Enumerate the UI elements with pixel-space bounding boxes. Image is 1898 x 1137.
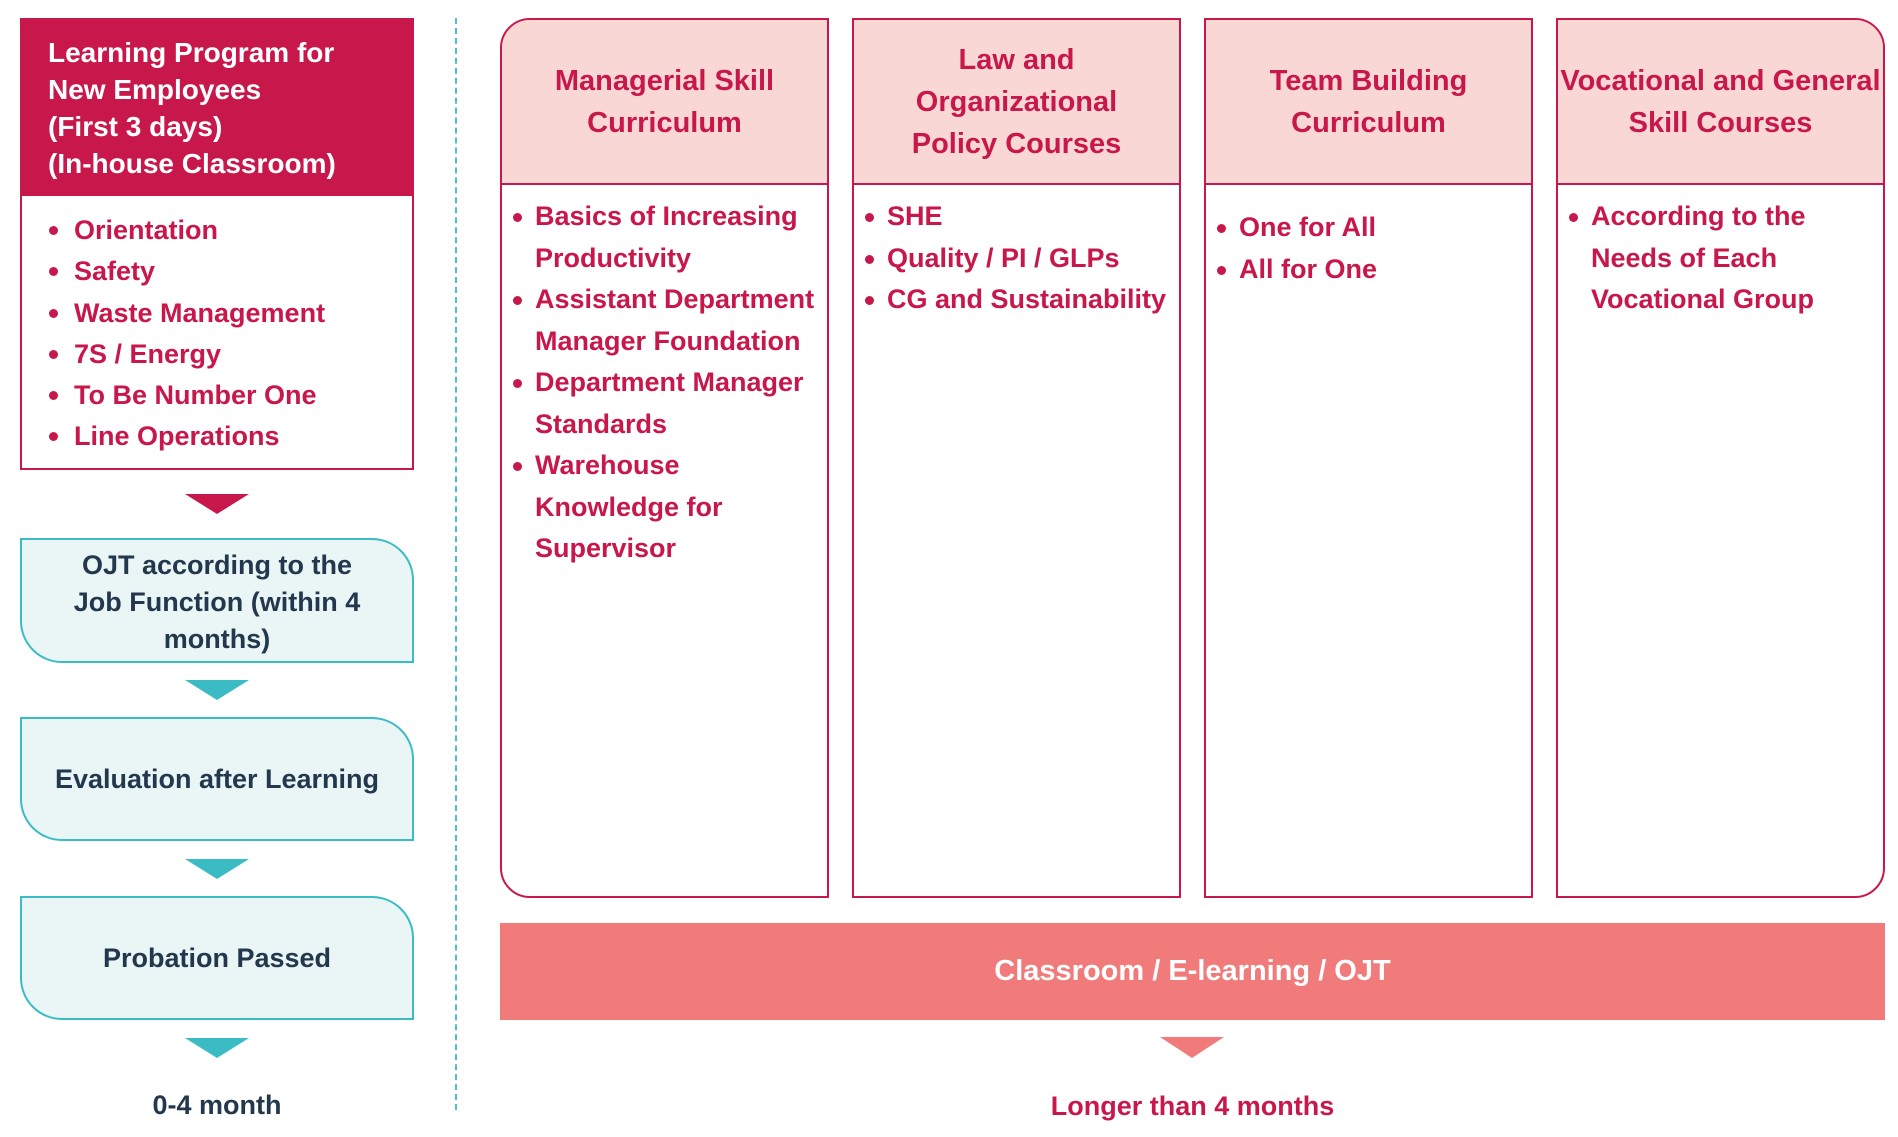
list-item: Quality / PI / GLPs xyxy=(865,238,1179,280)
list-item: SHE xyxy=(865,196,1179,238)
curriculum-column-team-building: Team Building Curriculum One for All All… xyxy=(1204,18,1533,898)
list-item: Line Operations xyxy=(49,416,412,457)
curriculum-title-text: Managerial Skill Curriculum xyxy=(554,64,775,139)
new-employee-topic-list: Orientation Safety Waste Management 7S /… xyxy=(22,196,412,458)
down-arrow-icon xyxy=(185,1038,249,1058)
curriculum-title-text: Law and Organizational Policy Courses xyxy=(911,43,1122,160)
list-item: Assistant Department Manager Foundation xyxy=(513,279,825,362)
list-item: Department Manager Standards xyxy=(513,362,825,445)
phase-divider xyxy=(455,18,457,1110)
title-line: New Employees xyxy=(48,74,262,105)
probation-step-box: Probation Passed xyxy=(20,896,414,1020)
step-label: Probation Passed xyxy=(102,942,332,973)
curriculum-title: Vocational and General Skill Courses xyxy=(1558,20,1883,185)
curriculum-title: Law and Organizational Policy Courses xyxy=(854,20,1179,185)
course-list: According to the Needs of Each Vocationa… xyxy=(1558,185,1883,321)
down-arrow-icon xyxy=(1160,1037,1224,1058)
list-item: Safety xyxy=(49,251,412,292)
down-arrow-icon xyxy=(185,859,249,879)
curriculum-column-law-policy: Law and Organizational Policy Courses SH… xyxy=(852,18,1181,898)
list-item: Waste Management xyxy=(49,293,412,334)
period-label-long: Longer than 4 months xyxy=(1050,1091,1335,1121)
step-label: Evaluation after Learning xyxy=(54,763,380,794)
list-item: Warehouse Knowledge for Supervisor xyxy=(513,445,765,570)
new-employee-program-box: Learning Program for New Employees (Firs… xyxy=(20,18,414,470)
list-item: CG and Sustainability xyxy=(865,279,1179,321)
delivery-mode-bar: Classroom / E-learning / OJT xyxy=(500,923,1885,1020)
curriculum-title-text: Vocational and General Skill Courses xyxy=(1560,64,1881,139)
list-item: One for All xyxy=(1217,207,1531,249)
list-item: 7S / Energy xyxy=(49,334,412,375)
title-line: (In-house Classroom) xyxy=(48,148,336,179)
title-line: (First 3 days) xyxy=(48,111,223,142)
step-label: OJT according to the Job Function (withi… xyxy=(73,550,361,654)
curriculum-title-text: Team Building Curriculum xyxy=(1269,64,1468,139)
down-arrow-icon xyxy=(185,680,249,700)
list-item: All for One xyxy=(1217,249,1531,291)
new-employee-program-title: Learning Program for New Employees (Firs… xyxy=(22,20,412,196)
curriculum-column-managerial: Managerial Skill Curriculum Basics of In… xyxy=(500,18,829,898)
list-item: Basics of Increasing Productivity xyxy=(513,196,815,279)
curriculum-title: Managerial Skill Curriculum xyxy=(502,20,827,185)
delivery-mode-label: Classroom / E-learning / OJT xyxy=(994,955,1391,987)
list-item: According to the Needs of Each Vocationa… xyxy=(1569,196,1831,321)
title-line: Learning Program for xyxy=(48,37,335,68)
evaluation-step-box: Evaluation after Learning xyxy=(20,717,414,841)
course-list: Basics of Increasing Productivity Assist… xyxy=(502,185,827,570)
course-list: One for All All for One xyxy=(1206,185,1531,290)
curriculum-title: Team Building Curriculum xyxy=(1206,20,1531,185)
ojt-step-box: OJT according to the Job Function (withi… xyxy=(20,538,414,663)
down-arrow-icon xyxy=(185,494,249,514)
period-label-short: 0-4 month xyxy=(152,1090,282,1120)
list-item: To Be Number One xyxy=(49,375,412,416)
course-list: SHE Quality / PI / GLPs CG and Sustainab… xyxy=(854,185,1179,321)
list-item: Orientation xyxy=(49,210,412,251)
curriculum-column-vocational: Vocational and General Skill Courses Acc… xyxy=(1556,18,1885,898)
